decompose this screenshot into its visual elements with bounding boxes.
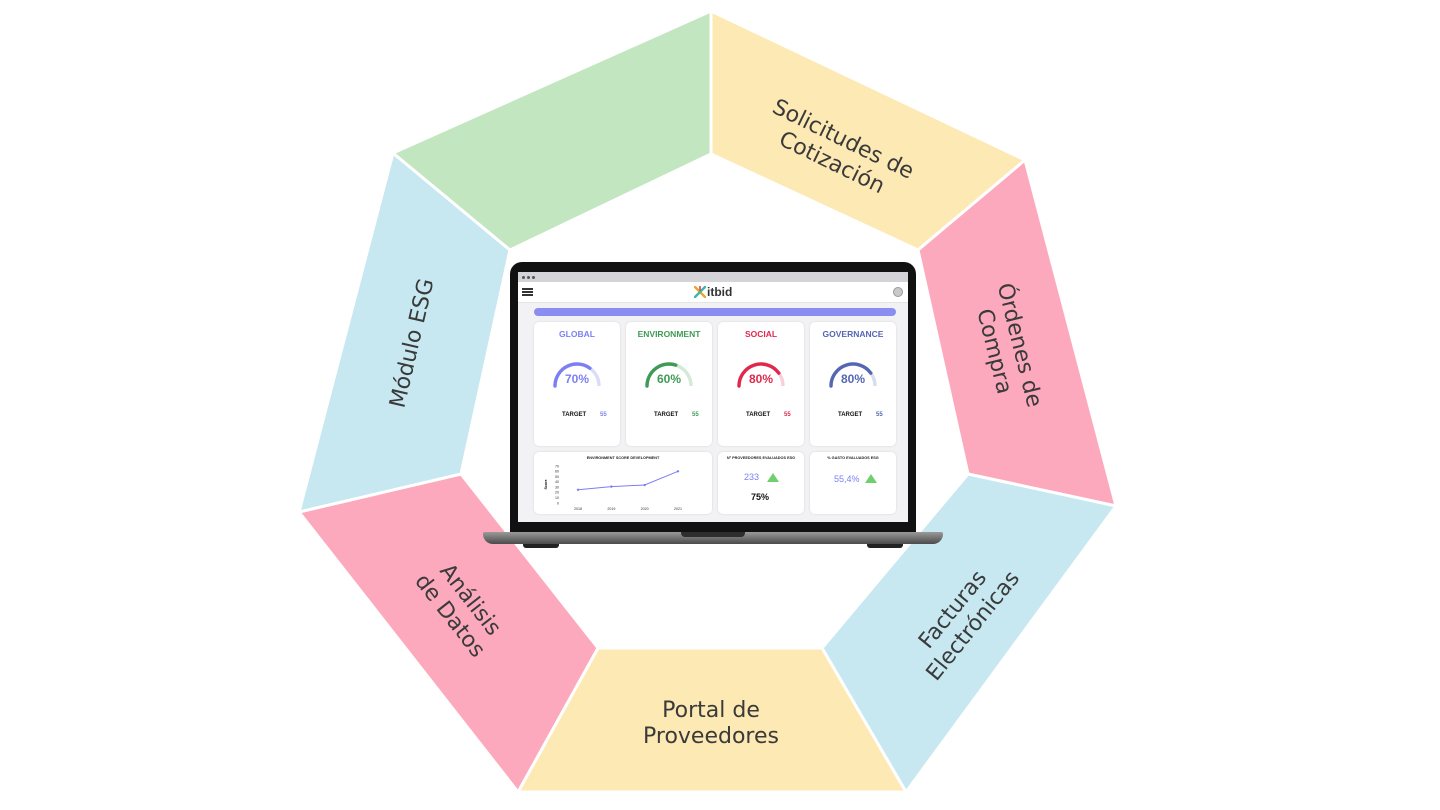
laptop-bezel: itbid GLOBAL 70% TARGET 55 ENVIRONMENT 60% TAR… <box>510 262 916 534</box>
y-tick-label: 50 <box>555 475 559 479</box>
window-dot[interactable] <box>532 276 535 279</box>
y-tick-label: 0 <box>557 501 559 505</box>
kpi-card-global[interactable]: GLOBAL 70% TARGET 55 <box>534 322 620 446</box>
kpi-value: 60% <box>656 372 682 386</box>
progress-bar <box>534 308 896 316</box>
data-point <box>576 488 580 491</box>
gauge-fill <box>829 362 873 388</box>
trend-up-icon <box>865 474 877 483</box>
x-tick-label: 2019 <box>607 507 615 511</box>
user-avatar-icon[interactable] <box>893 287 903 297</box>
window-dot[interactable] <box>522 276 525 279</box>
providers-percent: 75% <box>751 492 770 502</box>
y-tick-label: 10 <box>555 496 559 500</box>
providers-evaluated-card: Nº PROVEEDORES EVALUADOS ESG 233 75% <box>718 452 804 514</box>
spend-title: % GASTO EVALUADOS ESG <box>827 456 879 460</box>
kpi-card-social[interactable]: SOCIAL 80% TARGET 55 <box>718 322 804 446</box>
segment-label-line: Portal de <box>662 698 760 723</box>
itbid-logo: itbid <box>694 285 733 299</box>
y-tick-label: 20 <box>555 491 559 495</box>
app-header: itbid <box>518 282 908 303</box>
window-titlebar <box>518 272 908 282</box>
providers-title: Nº PROVEEDORES EVALUADOS ESG <box>726 456 796 460</box>
kpi-target-label: TARGET <box>746 412 771 418</box>
kpi-gauge <box>645 362 693 388</box>
laptop-notch <box>681 532 745 537</box>
kpi-value: 80% <box>840 372 866 386</box>
dashboard-screen: itbid GLOBAL 70% TARGET 55 ENVIRONMENT 60% TAR… <box>518 272 908 522</box>
kpi-card-governance[interactable]: GOVERNANCE 80% TARGET 55 <box>810 322 896 446</box>
gauge-fill <box>553 362 592 388</box>
trend-up-icon <box>767 473 779 482</box>
segment-label-line: Proveedores <box>643 724 779 749</box>
laptop-base <box>483 532 943 544</box>
logo-text: itbid <box>707 285 733 299</box>
laptop-mockup: itbid GLOBAL 70% TARGET 55 ENVIRONMENT 60% TAR… <box>483 262 943 554</box>
ring-segment <box>390 8 713 252</box>
menu-icon[interactable] <box>522 288 533 296</box>
kpi-title: GLOBAL <box>559 329 595 339</box>
kpi-target-value: 55 <box>600 412 607 418</box>
x-tick-label: 2018 <box>574 507 582 511</box>
gauge-fill <box>737 362 781 388</box>
y-axis-label: Score <box>544 480 548 490</box>
laptop-foot <box>867 544 903 548</box>
kpi-target-label: TARGET <box>838 412 863 418</box>
kpi-gauge <box>737 362 785 388</box>
y-tick-label: 40 <box>555 480 559 484</box>
data-point <box>676 470 680 473</box>
kpi-target-label: TARGET <box>562 412 587 418</box>
kpi-value: 80% <box>748 372 774 386</box>
y-tick-label: 70 <box>555 464 559 468</box>
env-chart-title: ENVIRONMENT SCORE DEVELOPMENT <box>586 456 660 460</box>
kpi-value: 70% <box>564 372 590 386</box>
kpi-title: ENVIRONMENT <box>637 329 701 339</box>
kpi-target-label: TARGET <box>654 412 679 418</box>
spend-evaluated-card: % GASTO EVALUADOS ESG 55,4% <box>810 452 896 514</box>
kpi-target-value: 55 <box>692 412 699 418</box>
gauge-fill <box>645 362 678 388</box>
kpi-card-environment[interactable]: ENVIRONMENT 60% TARGET 55 <box>626 322 712 446</box>
kpi-gauge <box>829 362 877 388</box>
kpi-title: GOVERNANCE <box>822 329 884 339</box>
y-tick-label: 60 <box>555 470 559 474</box>
data-point <box>610 485 613 488</box>
y-tick-label: 30 <box>555 485 559 489</box>
data-point <box>643 483 646 487</box>
spend-value: 55,4% <box>834 474 860 484</box>
series-line <box>577 470 679 491</box>
x-tick-label: 2021 <box>674 507 682 511</box>
logo-mark-icon <box>694 286 706 298</box>
kpi-target-value: 55 <box>784 412 791 418</box>
kpi-target-value: 55 <box>876 412 883 418</box>
window-dot[interactable] <box>527 276 530 279</box>
providers-count: 233 <box>744 472 760 482</box>
kpi-title: SOCIAL <box>744 329 778 339</box>
x-tick-label: 2020 <box>641 507 649 511</box>
laptop-foot <box>523 544 559 548</box>
kpi-gauge <box>553 362 601 388</box>
